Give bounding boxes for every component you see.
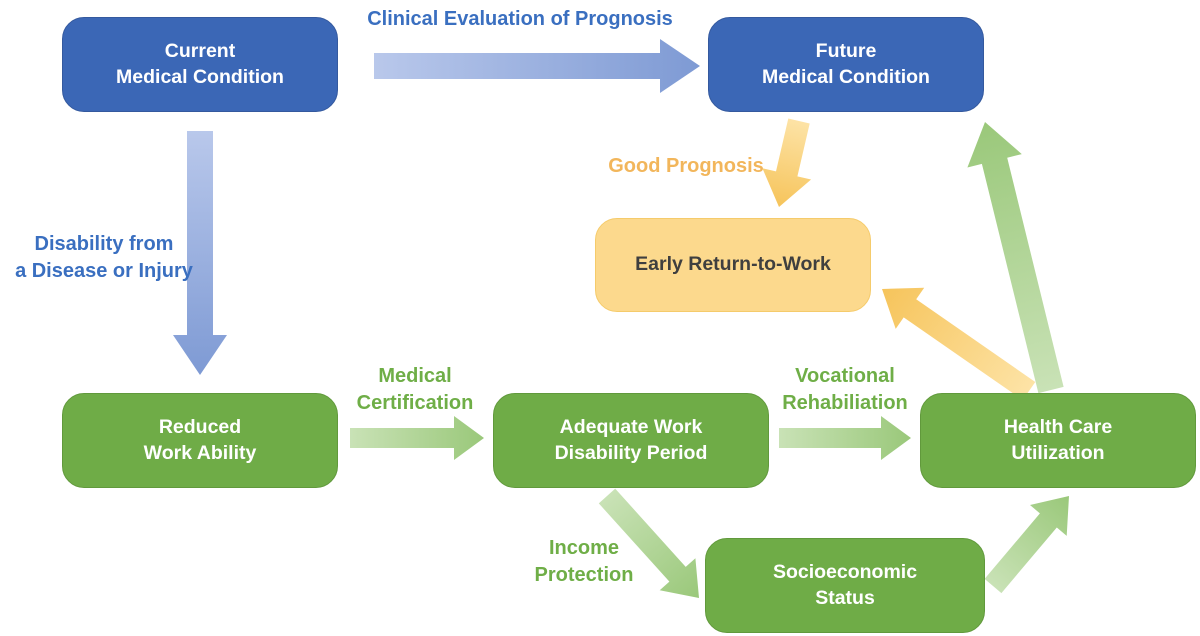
box-adequate-work-disability-period-label: Adequate Work Disability Period (554, 415, 708, 464)
label-good-prognosis: Good Prognosis (608, 155, 764, 177)
label-income-protection: Income Protection (534, 537, 634, 586)
box-socioeconomic-status-label: Socioeconomic Status (772, 560, 918, 609)
arrow-healthcare-to-early-rtw (882, 287, 1036, 400)
arrow-current-to-reduced (173, 131, 227, 375)
label-disability-from-disease-or-injury: Disability from a Disease or Injury (15, 233, 193, 282)
box-health-care-utilization-label: Health Care Utilization (1003, 415, 1113, 464)
box-reduced-work-ability: Reduced Work Ability (62, 393, 338, 488)
label-medical-certification: Medical Certification (356, 365, 474, 414)
arrow-current-to-future (374, 39, 700, 93)
box-adequate-work-disability-period: Adequate Work Disability Period (493, 393, 769, 488)
box-future-medical-condition: Future Medical Condition (708, 17, 984, 112)
box-early-return-to-work-label: Early Return-to-Work (635, 253, 831, 276)
arrow-reduced-to-adequate (350, 416, 484, 460)
box-early-return-to-work: Early Return-to-Work (595, 218, 871, 312)
arrow-socioeconomic-to-healthcare (984, 496, 1069, 594)
box-future-medical-condition-label: Future Medical Condition (762, 39, 930, 88)
box-socioeconomic-status: Socioeconomic Status (705, 538, 985, 633)
box-current-medical-condition: Current Medical Condition (62, 17, 338, 112)
box-current-medical-condition-label: Current Medical Condition (116, 39, 284, 88)
arrow-adequate-to-healthcare (779, 416, 911, 460)
arrow-future-to-early-rtw (762, 118, 812, 207)
label-clinical-evaluation-of-prognosis: Clinical Evaluation of Prognosis (367, 8, 673, 30)
box-reduced-work-ability-label: Reduced Work Ability (143, 415, 257, 464)
label-vocational-rehabiliation: Vocational Rehabiliation (782, 365, 908, 414)
box-health-care-utilization: Health Care Utilization (920, 393, 1196, 488)
arrow-healthcare-to-future (967, 122, 1064, 394)
arrow-adequate-to-socioeconomic (598, 488, 699, 598)
